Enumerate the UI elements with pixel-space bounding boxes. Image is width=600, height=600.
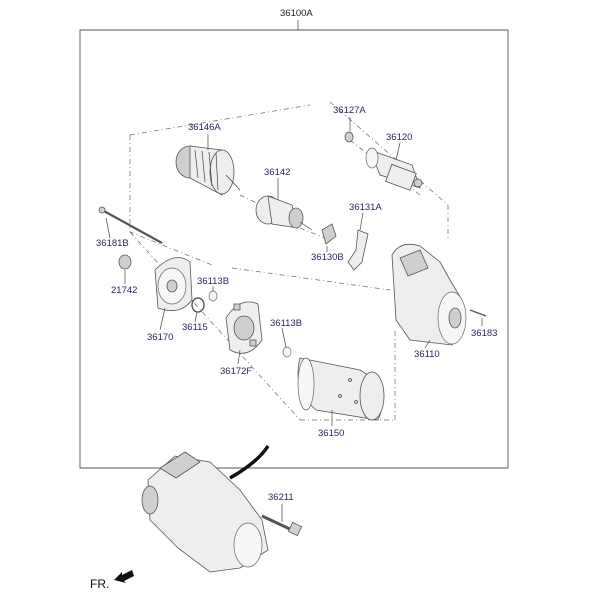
label-36142: 36142 [264,167,290,178]
label-assembly: 36100A [280,8,313,19]
pinion-clutch-part [255,195,313,231]
assembly-frame [79,29,509,469]
solenoid-switch-part [365,147,423,191]
label-36113B-mid: 36113B [270,318,302,329]
washer-part-top [344,131,354,143]
label-36150: 36150 [318,428,344,439]
label-36170: 36170 [147,332,173,343]
through-bolt-part [98,206,163,244]
yoke-part [297,357,385,421]
brush-holder-part [225,301,263,354]
direction-label: FR. [90,577,109,591]
mounting-bolt-part [261,514,303,537]
label-36211: 36211 [268,492,294,503]
housing-part [391,243,467,346]
label-36146A: 36146A [188,122,221,133]
label-36130B: 36130B [311,252,344,263]
arrow-left-icon [114,570,134,583]
label-36115: 36115 [182,322,208,333]
part-labels: 36100A 36146A 36142 36127A 36120 36131A … [96,8,497,503]
label-36110: 36110 [414,349,440,360]
washer-part-right [282,346,292,358]
label-36127A: 36127A [333,105,366,116]
label-36183: 36183 [471,328,497,339]
label-36181B: 36181B [96,238,129,249]
leader-lines [105,117,483,522]
label-36131A: 36131A [349,202,382,213]
label-36120: 36120 [386,132,412,143]
end-cover-part [154,257,193,312]
ring-part [191,297,205,313]
washer-part-left [208,290,218,302]
label-21742: 21742 [111,285,137,296]
shift-lever-part [347,229,369,271]
armature-gear-part [175,145,241,196]
fork-part [321,223,337,245]
label-36113B-top: 36113B [197,276,229,287]
label-36172F: 36172F [220,366,252,377]
plug-part [118,254,132,270]
direction-marker: FR. [90,570,134,591]
assembled-starter-part [141,445,270,573]
screw-part [469,309,487,317]
